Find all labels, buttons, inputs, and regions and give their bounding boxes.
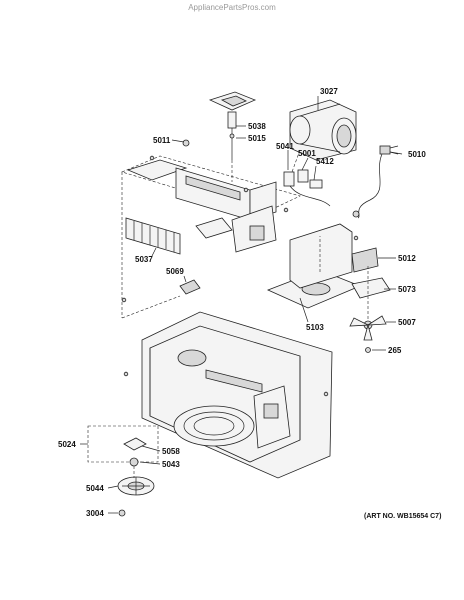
blower-motor — [289, 99, 357, 161]
screws — [121, 155, 359, 397]
label-5001: 5001 — [298, 149, 316, 158]
label-5037: 5037 — [135, 255, 153, 264]
watermark: AppliancePartsPros.com — [188, 3, 276, 12]
top-bracket — [208, 91, 257, 160]
label-5058: 5058 — [162, 447, 180, 456]
label-5024: 5024 — [58, 440, 76, 449]
label-5011: 5011 — [153, 136, 171, 145]
main-cavity — [141, 311, 333, 479]
label-5069: 5069 — [166, 267, 184, 276]
label-5044: 5044 — [86, 484, 104, 493]
base-plate — [266, 223, 391, 309]
grille-5037 — [125, 217, 181, 255]
label-5038: 5038 — [248, 122, 266, 131]
leader-dashes — [121, 149, 369, 320]
label-5010: 5010 — [408, 150, 426, 159]
power-cord — [352, 145, 399, 219]
art-number: (ART NO. WB15654 C7) — [364, 513, 442, 520]
label-5073: 5073 — [398, 285, 416, 294]
label-5041: 5041 — [276, 142, 294, 151]
part-5069 — [179, 279, 201, 295]
label-3004: 3004 — [86, 509, 104, 518]
label-5015: 5015 — [248, 134, 266, 143]
part-labels: 3027 5038 5015 5011 5041 5001 5412 5010 … — [58, 87, 426, 518]
label-265: 265 — [388, 346, 402, 355]
label-3027: 3027 — [320, 87, 338, 96]
label-5012: 5012 — [398, 254, 416, 263]
label-5103: 5103 — [306, 323, 324, 332]
label-5007: 5007 — [398, 318, 416, 327]
label-5043: 5043 — [162, 460, 180, 469]
switch-assembly — [283, 169, 331, 207]
turntable-group — [87, 425, 159, 517]
vent-chassis — [121, 139, 301, 253]
fan-blade — [349, 315, 387, 353]
leader-lines — [80, 96, 403, 514]
label-5412: 5412 — [316, 157, 334, 166]
